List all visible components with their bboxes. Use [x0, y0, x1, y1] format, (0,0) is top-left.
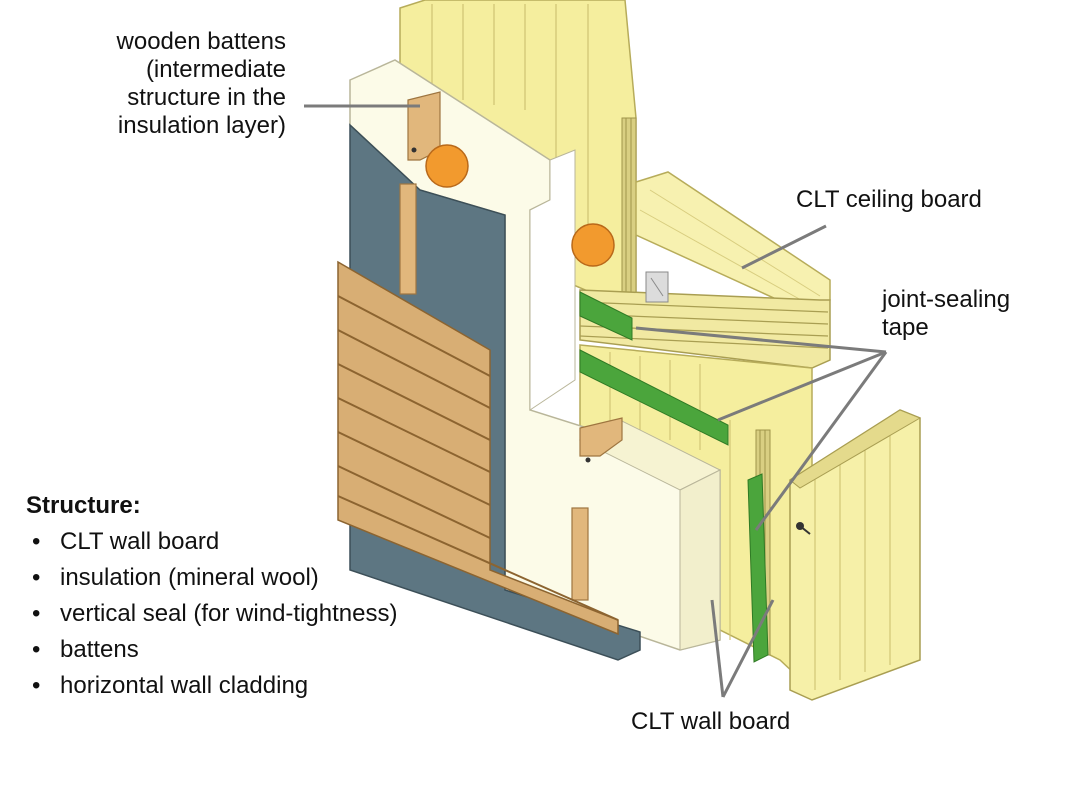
structure-item-text-1: CLT wall board: [60, 528, 220, 555]
structure-heading: Structure:: [26, 492, 141, 519]
label-clt-ceiling-board: CLT ceiling board: [796, 186, 982, 213]
wooden-battens: [399, 91, 623, 601]
label-wooden-battens: wooden battens (intermediate structure i…: [117, 28, 286, 140]
structure-list: • CLT wall board • insulation (mineral woo…: [26, 524, 397, 704]
structure-item-text-4: battens: [60, 636, 139, 663]
structure-item-text-5: horizontal wall cladding: [60, 672, 309, 699]
leader-ceiling: [741, 224, 827, 270]
marker-circle-upper: [425, 144, 469, 188]
structure-item-text-3: vertical seal (for wind-tightness): [60, 600, 398, 627]
structure-item-battens: • battens: [26, 632, 397, 668]
leader-tape-2: [717, 350, 887, 422]
structure-item-insulation: • insulation (mineral wool): [26, 560, 397, 596]
label-battens-line-1: wooden battens: [116, 28, 286, 55]
leader-wall-1: [710, 599, 725, 698]
bullet-3: •: [32, 600, 41, 627]
structure-item-vertical-seal: • vertical seal (for wind-tightness): [26, 596, 397, 632]
horizontal-wall-cladding: [337, 260, 619, 636]
label-clt-wall-board: CLT wall board: [631, 708, 791, 735]
leader-wall-2: [721, 599, 775, 698]
structure-legend: Structure: • CLT wall board • insulation (…: [26, 491, 397, 704]
structure-item-cladding: • horizontal wall cladding: [26, 668, 397, 704]
bullet-4: •: [32, 636, 41, 663]
right-clt-wall-piece: [789, 409, 922, 701]
bullet-5: •: [32, 672, 41, 699]
structure-item-clt-wall-board: • CLT wall board: [26, 524, 397, 560]
bullet-2: •: [32, 564, 41, 591]
label-tape-line-2: tape: [882, 314, 929, 341]
label-battens-line-4: insulation layer): [117, 112, 286, 139]
label-battens-line-2: (intermediate: [145, 56, 286, 83]
leader-tape-3: [754, 351, 888, 531]
leader-tape-1: [635, 326, 887, 354]
leader-lines: [304, 104, 888, 698]
structure-item-text-2: insulation (mineral wool): [60, 564, 319, 591]
bullet-1: •: [32, 528, 41, 555]
marker-circle-lower: [571, 223, 615, 267]
label-joint-sealing-tape: joint-sealing tape: [882, 286, 1010, 342]
label-battens-line-3: structure in the: [127, 84, 286, 111]
label-tape-line-1: joint-sealing: [882, 286, 1011, 313]
